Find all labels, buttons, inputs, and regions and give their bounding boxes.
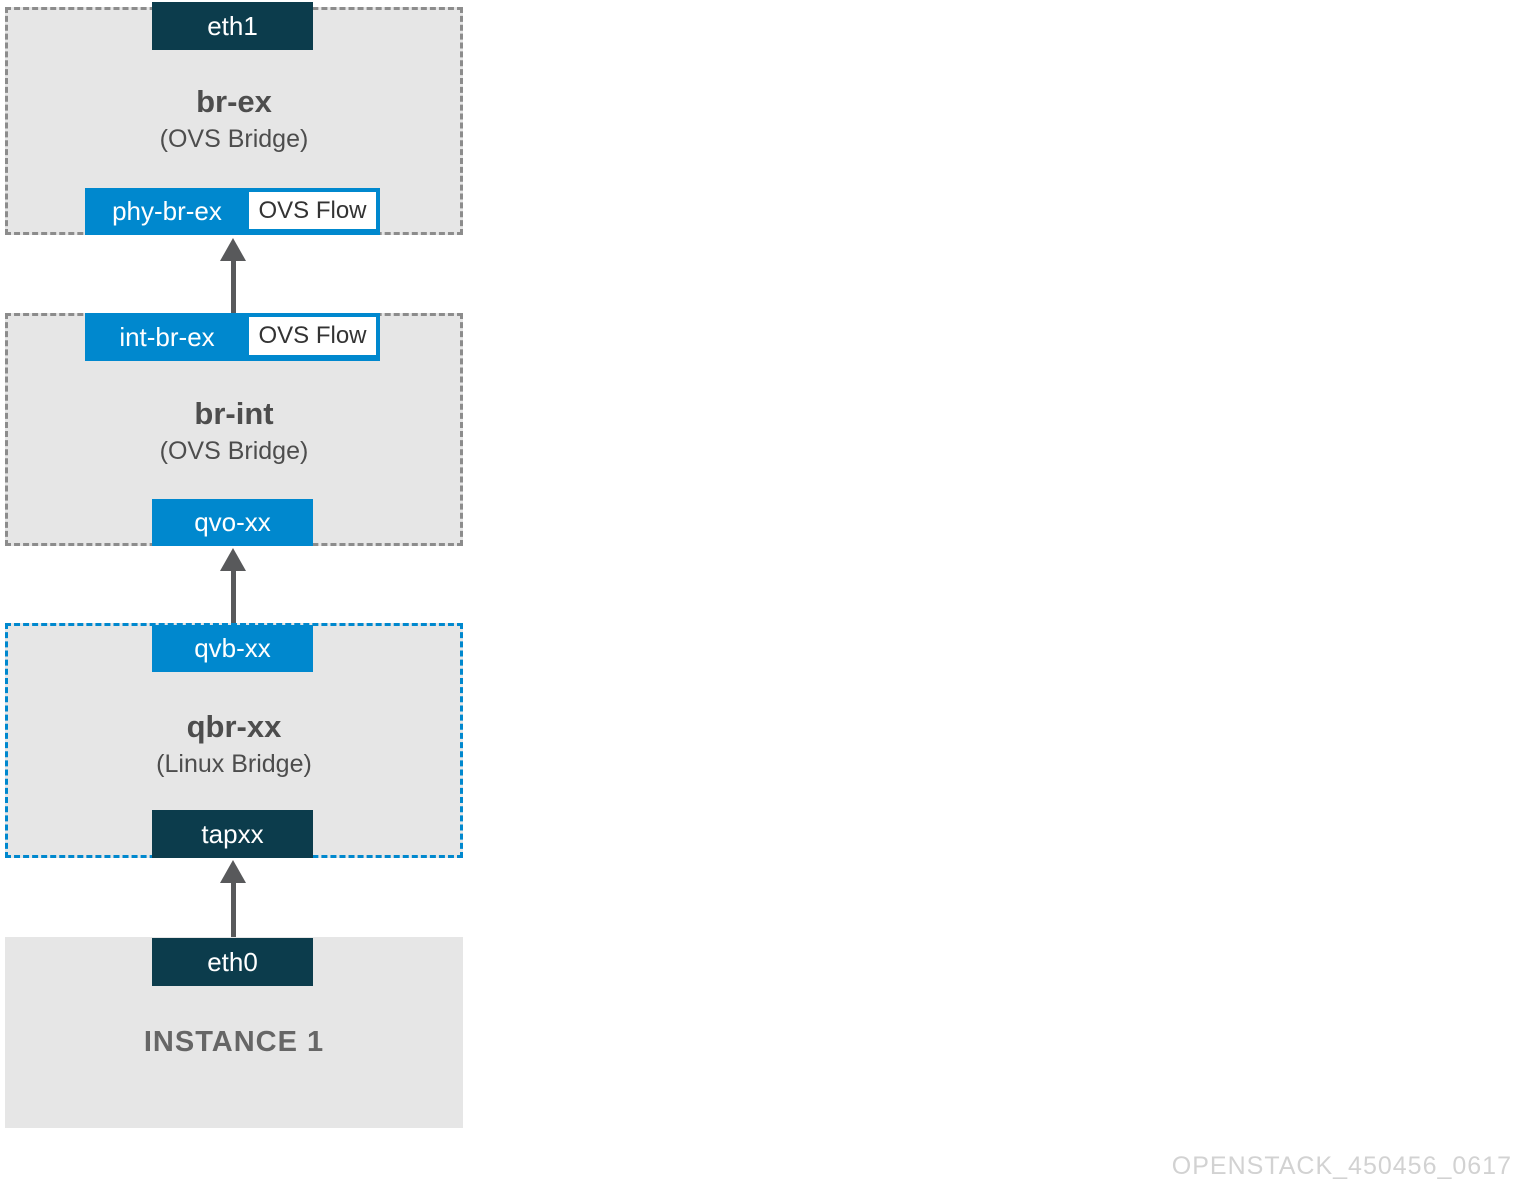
qbr-title: qbr-xx xyxy=(186,709,282,744)
br-int-subtitle: (OVS Bridge) xyxy=(159,437,309,465)
port-qvb-xx: qvb-xx xyxy=(152,625,313,672)
port-int-br-ex: int-br-ex OVS Flow xyxy=(85,313,380,361)
arrow-head-icon xyxy=(220,548,246,571)
port-eth0-label: eth0 xyxy=(207,946,258,977)
arrow-head-icon xyxy=(220,860,246,883)
qbr-subtitle: (Linux Bridge) xyxy=(156,750,312,778)
flow-arrow-instance-to-qbr xyxy=(220,860,246,938)
arrow-stem xyxy=(230,571,236,625)
group-br-int-title-block: br-int (OVS Bridge) xyxy=(5,396,463,466)
watermark-text: OPENSTACK_450456_0617 xyxy=(1171,1152,1512,1180)
instance-title: INSTANCE 1 xyxy=(143,1026,325,1058)
ovs-flow-tag-phy: OVS Flow xyxy=(249,192,376,229)
arrow-stem xyxy=(230,261,236,313)
flow-arrow-qbr-to-brint xyxy=(220,548,246,625)
port-qvo-xx-label: qvo-xx xyxy=(194,507,271,537)
br-ex-title: br-ex xyxy=(196,84,272,119)
port-tapxx: tapxx xyxy=(152,810,313,858)
port-eth1-label: eth1 xyxy=(207,10,258,41)
port-eth0: eth0 xyxy=(152,938,313,986)
arrow-head-icon xyxy=(220,238,246,261)
port-tapxx-label: tapxx xyxy=(201,818,264,849)
arrow-stem xyxy=(230,883,236,938)
group-br-ex-title-block: br-ex (OVS Bridge) xyxy=(5,84,463,154)
port-qvb-xx-label: qvb-xx xyxy=(194,633,271,663)
port-phy-br-ex: phy-br-ex OVS Flow xyxy=(85,188,380,235)
port-phy-br-ex-label: phy-br-ex xyxy=(112,196,222,226)
port-int-br-ex-label: int-br-ex xyxy=(119,321,215,352)
group-qbr-title-block: qbr-xx (Linux Bridge) xyxy=(5,709,463,779)
port-qvo-xx: qvo-xx xyxy=(152,499,313,546)
br-int-title: br-int xyxy=(194,396,274,431)
br-ex-subtitle: (OVS Bridge) xyxy=(159,125,309,153)
flow-arrow-brint-to-brex xyxy=(220,238,246,313)
ovs-flow-tag-int: OVS Flow xyxy=(249,317,376,355)
port-eth1: eth1 xyxy=(152,2,313,50)
